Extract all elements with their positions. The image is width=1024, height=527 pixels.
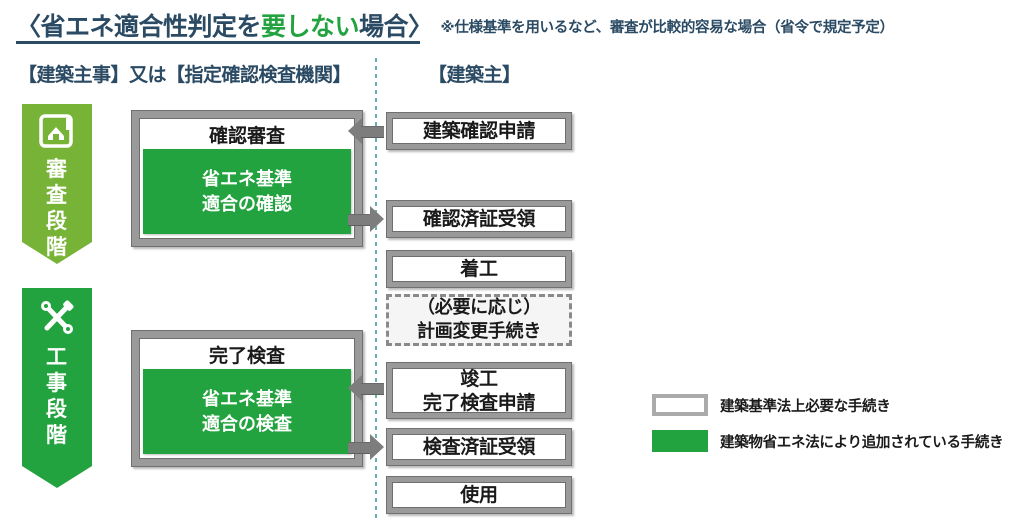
stage-label-char: 段 (46, 397, 68, 421)
column-header-owner: 【建築主】 (428, 64, 521, 86)
process-box-line: 確認済証受領 (422, 208, 536, 230)
process-box-line: 着工 (460, 258, 498, 280)
process-box-body-line: 省エネ基準 (202, 388, 292, 410)
title-highlight: 要しない (261, 12, 360, 41)
process-box-line: 検査済証受領 (422, 436, 536, 458)
process-box-line: 竣工 (460, 367, 498, 390)
title-underline (16, 41, 420, 44)
process-box-kanryo-kensa[interactable]: 完了検査 省エネ基準 適合の検査 (131, 330, 363, 467)
column-header-authority: 【建築主事】又は【指定確認検査機関】 (18, 64, 352, 86)
process-box-body-line: 適合の検査 (202, 413, 292, 435)
process-box-plan-change[interactable]: （必要に応じ） 計画変更手続き (386, 294, 572, 346)
legend-label: 建築物省エネ法により追加されている手続き (720, 434, 1004, 451)
process-box-line: 完了検査申請 (422, 391, 536, 414)
process-box-completion-apply[interactable]: 竣工 完了検査申請 (386, 362, 572, 419)
column-divider (375, 58, 377, 520)
process-box-line: （必要に応じ） (417, 297, 541, 318)
process-box-use[interactable]: 使用 (386, 476, 572, 514)
process-box-header: 完了検査 (140, 339, 354, 369)
process-box-start-work[interactable]: 着工 (386, 250, 572, 288)
arrow-left-icon (348, 118, 384, 144)
stage-banner-review: 審 査 段 階 (22, 104, 92, 264)
stage-label-char: 事 (46, 371, 68, 395)
process-box-header: 確認審査 (140, 119, 354, 149)
arrow-left-icon (348, 375, 384, 401)
legend-swatch-white (652, 394, 708, 416)
process-box-body-line: 省エネ基準 (202, 168, 292, 190)
legend-label: 建築基準法上必要な手続き (720, 398, 891, 415)
process-box-kakunin-shinsa[interactable]: 確認審査 省エネ基準 適合の確認 (131, 110, 363, 247)
process-box-apply[interactable]: 建築確認申請 (386, 112, 572, 150)
stage-banner-construction: 工 事 段 階 (22, 288, 92, 488)
legend-swatch-green (652, 430, 708, 452)
stage-banner-review-tip (22, 242, 92, 264)
title-note: ※仕様基準を用いるなど、審査が比較的容易な場合（省令で規定予定） (440, 20, 895, 36)
stage-label-char: 査 (46, 183, 68, 207)
stage-banner-construction-label: 工 事 段 階 (46, 344, 68, 448)
stage-label-char: 階 (46, 423, 68, 447)
stage-label-char: 審 (46, 157, 68, 181)
stage-banner-review-label: 審 査 段 階 (46, 156, 68, 260)
stage-label-char: 工 (46, 345, 68, 369)
process-box-line: 使用 (460, 484, 498, 506)
process-box-body: 省エネ基準 適合の確認 (143, 149, 351, 234)
legend-item: 建築物省エネ法により追加されている手続き (652, 427, 1004, 455)
process-box-line: 計画変更手続き (417, 321, 541, 342)
process-box-body: 省エネ基準 適合の検査 (143, 369, 351, 454)
house-blueprint-icon (35, 112, 79, 152)
page-title: 〈省エネ適合性判定を要しない場合〉 (16, 12, 433, 42)
process-box-inspect-cert[interactable]: 検査済証受領 (386, 428, 572, 466)
stage-label-char: 段 (46, 209, 68, 233)
process-box-line: 建築確認申請 (422, 120, 536, 142)
title-suffix: 場合〉 (359, 12, 433, 41)
stage-banner-construction-tip (22, 466, 92, 488)
process-box-body-line: 適合の確認 (202, 193, 292, 215)
arrow-right-icon (348, 434, 384, 460)
process-box-cert-received[interactable]: 確認済証受領 (386, 200, 572, 238)
title-row: 〈省エネ適合性判定を要しない場合〉 ※仕様基準を用いるなど、審査が比較的容易な場… (16, 8, 1006, 42)
legend: 建築基準法上必要な手続き 建築物省エネ法により追加されている手続き (652, 391, 1004, 463)
title-prefix: 〈省エネ適合性判定を (16, 12, 262, 41)
legend-item: 建築基準法上必要な手続き (652, 391, 1003, 419)
hammer-wrench-icon (35, 296, 79, 340)
arrow-right-icon (348, 206, 384, 232)
stage-label-char: 階 (46, 235, 68, 259)
